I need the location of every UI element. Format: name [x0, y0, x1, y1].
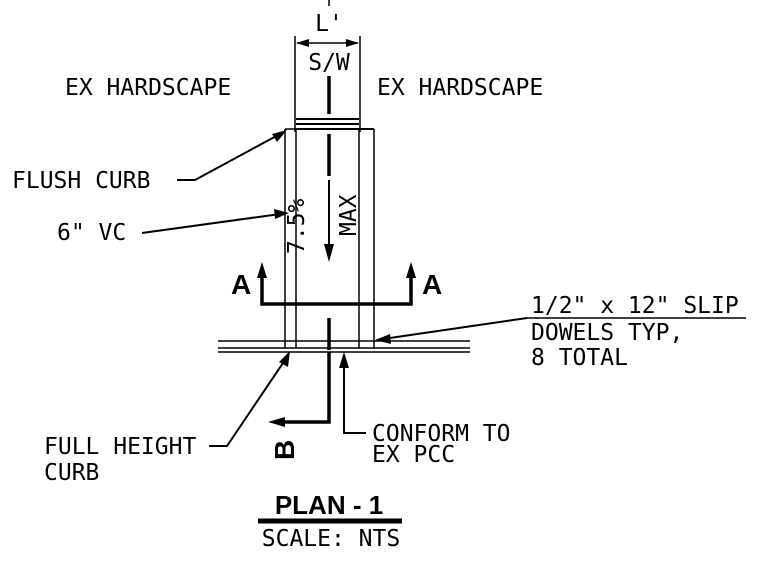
- slope-percent: 7.5%: [284, 198, 310, 254]
- ramp-outline: [284, 128, 375, 348]
- ex-hardscape-left-label: EX HARDSCAPE: [65, 75, 231, 101]
- slip-dowels-line1: 1/2" x 12" SLIP: [531, 293, 739, 319]
- section-a-left-label: A: [231, 269, 251, 300]
- flush-curb: [296, 118, 374, 130]
- width-dimension: L': [294, 0, 361, 132]
- conform-line2: EX PCC: [372, 442, 455, 468]
- title-block: PLAN - 1 SCALE: NTS: [258, 490, 402, 552]
- slip-dowels-line3: 8 TOTAL: [531, 345, 628, 371]
- flush-curb-arrow: [272, 130, 287, 142]
- vc-callout: 6" VC: [57, 209, 289, 246]
- slip-dowels-line2: DOWELS TYP,: [531, 320, 683, 346]
- sidewalk-label: S/W: [308, 50, 350, 76]
- section-b-label: B: [269, 440, 300, 460]
- slip-dowels-arrow: [375, 334, 391, 344]
- slope-callout: 7.5% MAX: [284, 180, 362, 262]
- full-height-curb-arrow: [279, 351, 290, 367]
- section-b-arrow: [268, 417, 285, 427]
- section-a-arrow-left: [257, 262, 267, 278]
- section-b-line: [284, 352, 331, 424]
- vc-arrow: [274, 209, 289, 219]
- full-height-curb-leader: [209, 359, 286, 447]
- full-height-curb-line2: CURB: [44, 460, 99, 486]
- section-a-arrow-right: [406, 262, 416, 278]
- slip-dowels-callout: 1/2" x 12" SLIP DOWELS TYP, 8 TOTAL: [375, 293, 746, 371]
- conform-arrow: [339, 352, 349, 368]
- conform-line1: CONFORM TO: [372, 421, 510, 447]
- full-height-curb-line1: FULL HEIGHT: [44, 434, 196, 460]
- slip-dowels-leader: [382, 317, 528, 340]
- full-height-curb-callout: FULL HEIGHT CURB: [44, 351, 290, 486]
- slope-max: MAX: [336, 194, 362, 236]
- section-b-cut: B: [268, 352, 331, 460]
- dimension-arrow-left: [296, 39, 309, 47]
- dimension-arrow-right: [346, 39, 359, 47]
- vc-label: 6" VC: [57, 220, 126, 246]
- flush-curb-callout: FLUSH CURB: [12, 130, 287, 194]
- section-a-cut: A A: [231, 262, 442, 306]
- section-a-right-label: A: [422, 269, 442, 300]
- ex-hardscape-right-label: EX HARDSCAPE: [377, 75, 543, 101]
- gutter-lines: [218, 340, 470, 353]
- flush-curb-leader: [177, 133, 281, 181]
- flush-curb-label: FLUSH CURB: [12, 168, 150, 194]
- drawing-title: PLAN - 1: [275, 490, 383, 520]
- drawing-scale: SCALE: NTS: [262, 526, 400, 552]
- slope-arrow-head: [324, 244, 334, 262]
- conform-callout: CONFORM TO EX PCC: [339, 352, 510, 468]
- vc-leader: [141, 213, 281, 234]
- section-a-line: [260, 276, 413, 306]
- dimension-label: L': [315, 11, 343, 37]
- conform-leader: [343, 366, 366, 434]
